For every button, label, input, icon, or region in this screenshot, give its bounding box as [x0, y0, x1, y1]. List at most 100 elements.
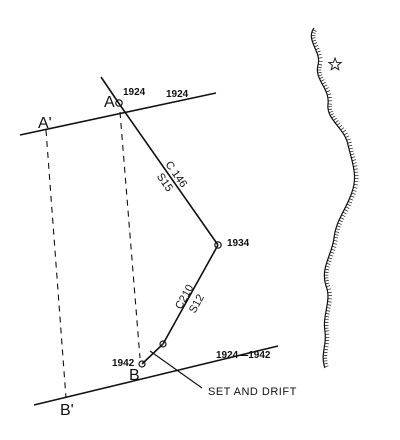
- coastline-hatch: [324, 330, 329, 332]
- coastline-hatch: [326, 285, 331, 288]
- coastline-hatch: [351, 159, 357, 161]
- label-a: A: [104, 94, 115, 111]
- coastline-hatch: [346, 203, 351, 207]
- coastline-hatch: [349, 198, 354, 201]
- coastline-hatch: [324, 87, 329, 90]
- coastline-hatch: [335, 228, 340, 231]
- label-time-1924-point: 1924: [123, 87, 146, 98]
- coastline-hatch: [351, 192, 356, 195]
- coastline-hatch: [345, 135, 350, 138]
- track-leg-2: [162, 244, 219, 345]
- label-a-prime: A': [38, 115, 52, 132]
- coastline-hatch: [343, 132, 348, 136]
- coastline-hatch: [312, 29, 317, 32]
- transfer-line-a-b: [119, 111, 141, 359]
- coastline-hatch: [345, 206, 350, 209]
- coastline-hatch: [353, 186, 358, 189]
- position-1924: [115, 99, 123, 107]
- coastline-hatch: [346, 138, 351, 141]
- coastline-hatch: [337, 222, 342, 225]
- coastline-hatch: [317, 66, 322, 68]
- coastline-hatch: [328, 108, 333, 111]
- coastline-hatch: [353, 168, 358, 170]
- coastline-hatch: [352, 189, 357, 192]
- coastline-hatch: [324, 342, 329, 345]
- coastline-hatch: [336, 122, 341, 126]
- coastline-hatch: [342, 211, 347, 215]
- coastline-hatch: [335, 231, 340, 233]
- coastline-hatch: [332, 245, 337, 248]
- coastline-hatch: [341, 214, 346, 217]
- coastline-hatch: [323, 348, 328, 351]
- coastline-hatch: [327, 96, 332, 99]
- coastline-hatch: [344, 209, 349, 212]
- label-b-prime: B': [60, 402, 74, 419]
- coastline-hatch: [328, 257, 333, 260]
- coastline-hatch: [318, 74, 323, 77]
- coastline-hatch: [327, 288, 332, 291]
- coastline-hatch: [330, 251, 335, 254]
- lop-1924: [19, 92, 217, 136]
- coastline-hatch: [338, 124, 343, 128]
- label-lop-1924-1942: 1924—1942: [216, 350, 271, 361]
- coastline-hatch: [317, 71, 322, 74]
- coastline-hatch: [352, 162, 357, 164]
- coastline-hatch: [333, 117, 337, 121]
- coastline-hatch: [331, 115, 336, 119]
- coastline-hatch: [324, 345, 329, 348]
- coastline-hatch: [328, 110, 333, 114]
- coastline-hatch: [326, 90, 331, 93]
- label-set-and-drift: SET AND DRIFT: [208, 386, 297, 398]
- coastline-hatch: [311, 32, 316, 34]
- coastline-hatch: [326, 262, 331, 265]
- coastline-hatch: [332, 243, 338, 245]
- label-b: B: [129, 367, 140, 384]
- coastline-hatch: [324, 280, 329, 282]
- coastline-hatch: [329, 254, 334, 257]
- coastline-hatch: [323, 84, 328, 88]
- label-time-1942: 1942: [112, 358, 135, 369]
- transfer-line-a-prime-b-prime: [45, 129, 67, 399]
- coastline-hatch: [353, 165, 358, 167]
- coastline-hatch: [327, 93, 332, 96]
- coastline-hatch: [319, 76, 324, 80]
- coastline-hatch: [336, 225, 341, 228]
- coastline-hatch: [325, 316, 330, 318]
- star-icon: [327, 56, 343, 71]
- coastline-hatch: [326, 310, 331, 312]
- coastline-hatch: [338, 219, 343, 223]
- coastline-hatch: [324, 268, 329, 271]
- coastline-hatch: [334, 234, 339, 236]
- coastline-hatch: [317, 53, 322, 56]
- coastline-hatch: [313, 42, 318, 45]
- coastline-hatch: [326, 307, 331, 309]
- coastline-hatch: [325, 282, 330, 285]
- coastline-hatch: [350, 195, 355, 198]
- track-leg-1: [119, 104, 219, 246]
- position-dr-1942: [159, 340, 167, 348]
- coastline-hatch: [348, 144, 353, 147]
- coastline-hatch: [322, 81, 326, 85]
- coastline-hatch: [348, 147, 353, 150]
- coastline-hatch: [316, 50, 321, 53]
- coastline-hatch: [323, 362, 328, 365]
- coastline-hatch: [320, 79, 325, 82]
- label-time-1924-lop: 1924: [166, 89, 189, 100]
- coastline: [310, 27, 359, 369]
- coastline-hatch: [324, 365, 329, 368]
- coastline-hatch: [318, 63, 323, 66]
- lop-1924-1942: [33, 345, 279, 406]
- coastline-hatch: [315, 47, 320, 50]
- coastline-hatch: [353, 184, 358, 186]
- set-drift-vector: [141, 343, 164, 365]
- coastline-hatch: [350, 153, 355, 156]
- coastline-hatch: [327, 304, 332, 306]
- coastline-hatch: [349, 150, 354, 153]
- coastline-hatch: [314, 44, 319, 48]
- coastline-hatch: [318, 57, 323, 59]
- coastline-hatch: [331, 248, 336, 251]
- set-drift-leader: [149, 350, 203, 389]
- coastline-hatch: [327, 260, 332, 263]
- position-1942: [138, 360, 146, 368]
- position-1934: [214, 241, 222, 249]
